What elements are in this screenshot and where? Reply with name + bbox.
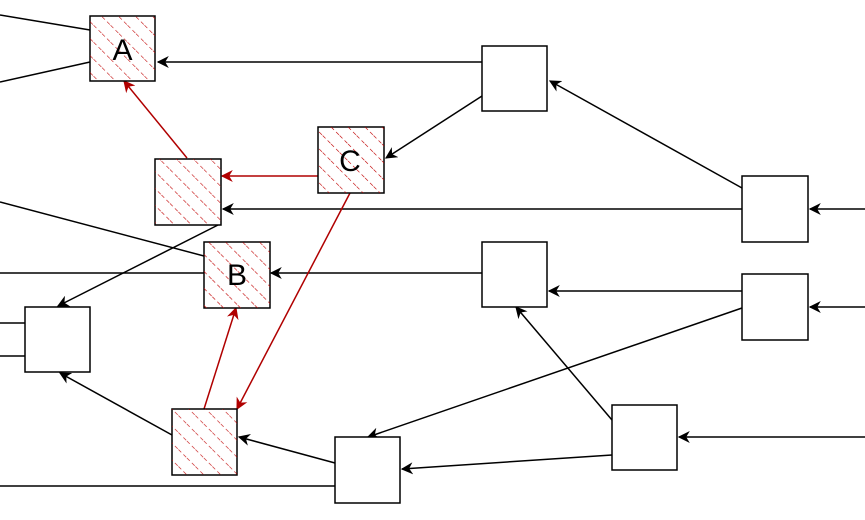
node-a: A: [89, 15, 156, 82]
edges: [0, 14, 865, 487]
edge-hatched-bottom-to-left-node: [58, 372, 173, 436]
edge-bottom-center-to-hatched-bottom: [237, 434, 336, 464]
edge-left-to-a-lower: [0, 61, 91, 83]
node-left: [24, 306, 91, 373]
node-a-label: A: [112, 34, 132, 67]
edge-left-to-a-upper: [0, 14, 91, 31]
edge-hatched-bottom-to-b: [203, 306, 239, 410]
edge-top-right-to-c: [384, 95, 483, 159]
node-b-label: B: [227, 259, 247, 292]
node-right-mid: [741, 175, 809, 243]
edge-right-lower-to-bottom-center: [366, 307, 743, 440]
plain-nodes: [24, 45, 809, 504]
edge-right-mid-to-top-right: [548, 80, 743, 189]
edge-left-to-b: [0, 201, 205, 257]
node-center-right: [481, 241, 548, 308]
node-hatched-bottom-hatch: [172, 409, 237, 475]
edge-c-to-hatched-bottom: [236, 192, 351, 411]
node-top-right: [481, 45, 548, 112]
highlight-edges: [123, 80, 351, 411]
node-hatched-bottom: [171, 408, 238, 476]
node-bottom-center: [334, 436, 401, 504]
edge-bottom-right-to-bottom-center: [400, 454, 613, 475]
node-bottom-right: [611, 404, 678, 471]
edge-hatched-mid-to-a: [123, 80, 188, 159]
node-hatched-mid-hatch: [155, 159, 221, 225]
node-c-label: C: [339, 145, 361, 178]
node-c: C: [317, 126, 385, 194]
node-c-hatch: [318, 127, 384, 193]
node-b: B: [203, 241, 271, 309]
edge-hatched-mid-to-left-node: [56, 223, 221, 307]
node-a-hatch: [90, 16, 155, 81]
node-right-lower: [741, 273, 809, 341]
node-hatched-mid: [154, 158, 222, 226]
node-b-hatch: [204, 242, 270, 308]
edge-bottom-right-to-center-right: [515, 306, 613, 421]
